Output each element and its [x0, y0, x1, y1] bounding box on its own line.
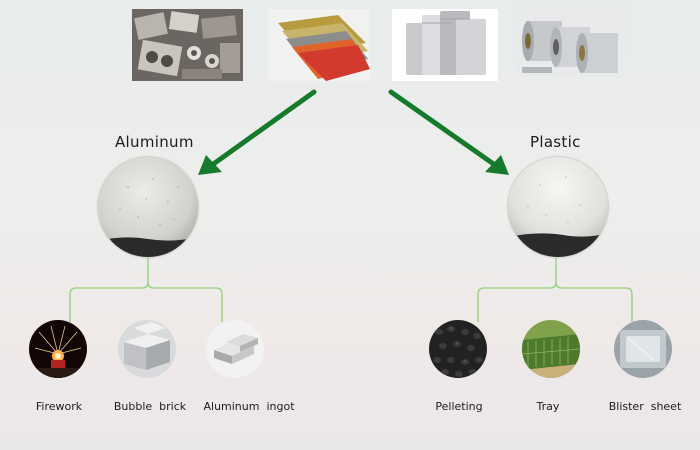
- aluminum-powder-photo: [98, 157, 198, 257]
- firework-photo: [29, 320, 87, 378]
- blister-sheet-label: Blister sheet: [608, 400, 682, 413]
- tray-label: Tray: [536, 400, 560, 413]
- aluminum-ingot-label: Aluminum ingot: [203, 400, 295, 413]
- composite-panels-photo: [268, 9, 370, 81]
- aluminum-ingot-photo: [206, 320, 264, 378]
- plastic-heading: Plastic: [530, 133, 581, 151]
- bubble-brick-label: Bubble brick: [113, 400, 187, 413]
- plastic-bracket: [477, 258, 633, 322]
- plastic-powder-photo: [508, 157, 608, 257]
- tray-photo: [522, 320, 580, 378]
- firework-label: Firework: [35, 400, 83, 413]
- pelleting-photo: [429, 320, 487, 378]
- aluminum-heading: Aluminum: [115, 133, 194, 151]
- pelleting-label: Pelleting: [435, 400, 483, 413]
- foil-pouches-photo: [392, 9, 498, 81]
- aluminum-scrap-photo: [132, 9, 243, 81]
- aluminum-bracket: [69, 258, 223, 322]
- right-arrow: [388, 89, 509, 175]
- foil-rolls-photo: [516, 5, 625, 77]
- left-arrow: [198, 89, 317, 175]
- blister-sheet-photo: [614, 320, 672, 378]
- bubble-brick-photo: [118, 320, 176, 378]
